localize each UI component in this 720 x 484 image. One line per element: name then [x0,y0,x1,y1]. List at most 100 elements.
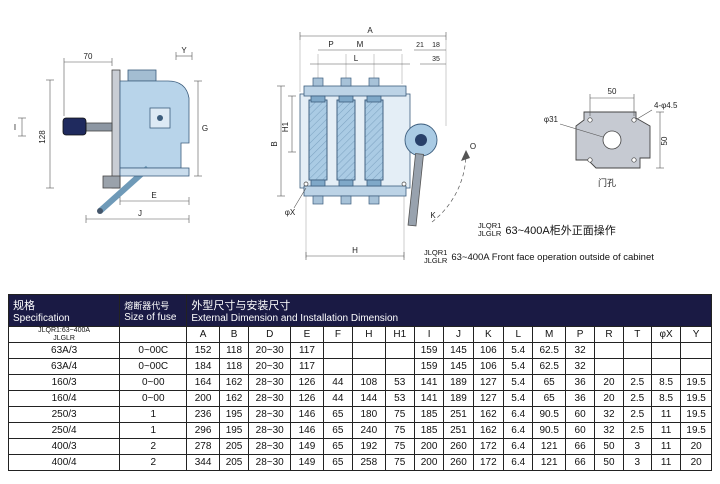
dim-cell: 50 [594,438,624,455]
dim-cell [650,342,682,359]
dim-label-j: J [138,209,142,218]
fuse-header-cn: 熔断器代号 [124,300,170,311]
column-header-L: L [503,326,534,343]
dim-cell: 236 [186,406,220,423]
dim-cell: 3 [622,438,652,455]
dim-cell: 141 [413,374,445,391]
front-view-extension-lines [299,40,447,258]
dim-cell: 251 [443,406,474,423]
dim-cell: 240 [352,422,386,439]
dim-label-h1: H1 [281,121,290,132]
dim-cell: 6.4 [503,406,534,423]
dim-label-128: 128 [38,130,47,144]
spec-cell: 63A/4 [7,358,121,375]
fuse-cell: 0~00C [119,358,188,375]
column-header-D: D [248,326,292,343]
dim-cell: 75 [384,406,415,423]
dim-cell [384,342,415,359]
dimension-header-cn: 外型尺寸与安装尺寸 [191,300,291,312]
dim-cell: 28~30 [248,454,292,471]
dim-cell: 146 [290,422,324,439]
dim-cell: 5.4 [503,390,534,407]
dim-cell: 28~30 [248,390,292,407]
dim-cell: 195 [218,422,250,439]
drawing-area: 70 Y 128 I G E J [14,26,678,265]
dim-label-50-top: 50 [608,87,617,96]
dim-cell: 126 [290,374,324,391]
dim-label-m: M [357,40,364,49]
dim-cell: 65 [532,390,566,407]
dim-cell: 65 [322,422,354,439]
dim-cell [680,358,712,375]
spec-cell: 63A/3 [7,342,121,359]
dim-cell: 162 [472,422,505,439]
fuse-cell: 1 [119,422,188,439]
terminal-tabs [312,77,380,205]
dim-cell: 32 [564,342,596,359]
dim-cell: 75 [384,454,415,471]
dim-cell: 5.4 [503,358,534,375]
dim-label-21: 21 [416,42,424,49]
dim-label-b: B [270,141,279,146]
dim-cell: 185 [413,406,445,423]
dim-cell: 44 [322,390,354,407]
dim-cell: 90.5 [532,422,566,439]
spec-cell: 400/4 [7,454,121,471]
dim-cell: 19.5 [680,374,712,391]
front-view-dimension-lines [277,32,447,260]
column-header-F: F [322,326,354,343]
dim-cell: 28~30 [248,406,292,423]
door-hole-label: 门孔 [598,177,616,188]
dim-cell [680,342,712,359]
dim-cell [622,358,652,375]
dim-cell: 28~30 [248,422,292,439]
dim-cell [650,358,682,375]
fuse-cell: 2 [119,454,188,471]
dim-cell: 19.5 [680,406,712,423]
dim-cell: 205 [218,438,250,455]
dim-cell: 106 [472,342,505,359]
dim-cell: 200 [413,454,445,471]
column-header-T: T [622,326,652,343]
dim-cell [594,358,624,375]
column-header-H: H [352,326,386,343]
dimension-header-en: External Dimension and Installation Dime… [191,313,399,324]
dim-cell: 189 [443,374,474,391]
dim-cell: 6.4 [503,438,534,455]
dim-cell: 20 [594,390,624,407]
caption-english: JLQR1 JLGLR 63~400A Front face operation… [424,249,654,265]
dim-cell: 65 [322,438,354,455]
model-line1: JLQR1:63~400A [38,327,91,335]
spec-cell: 250/4 [7,422,121,439]
dim-cell: 50 [594,454,624,471]
dim-cell: 62.5 [532,358,566,375]
dim-cell: 75 [384,438,415,455]
caption-cn-text: 63~400A柜外正面操作 [505,225,616,237]
dim-label-e: E [151,191,156,200]
dim-cell: 2.5 [622,406,652,423]
dim-cell: 144 [352,390,386,407]
dim-cell: 189 [443,390,474,407]
dim-cell: 20~30 [248,342,292,359]
dim-cell: 141 [413,390,445,407]
dim-cell: 66 [564,454,596,471]
dim-cell: 2.5 [622,390,652,407]
dim-cell: 260 [443,438,474,455]
dim-cell: 5.4 [503,374,534,391]
dim-cell: 28~30 [248,438,292,455]
dim-cell: 118 [218,358,250,375]
dim-cell: 62.5 [532,342,566,359]
dim-cell: 6.4 [503,454,534,471]
column-header-M: M [532,326,566,343]
dim-cell: 127 [472,374,505,391]
dim-cell: 162 [218,374,250,391]
dim-label-o: O [470,142,476,151]
dim-label-18: 18 [432,42,440,49]
fuse-cell: 0~00 [119,390,188,407]
dim-cell: 11 [650,438,682,455]
